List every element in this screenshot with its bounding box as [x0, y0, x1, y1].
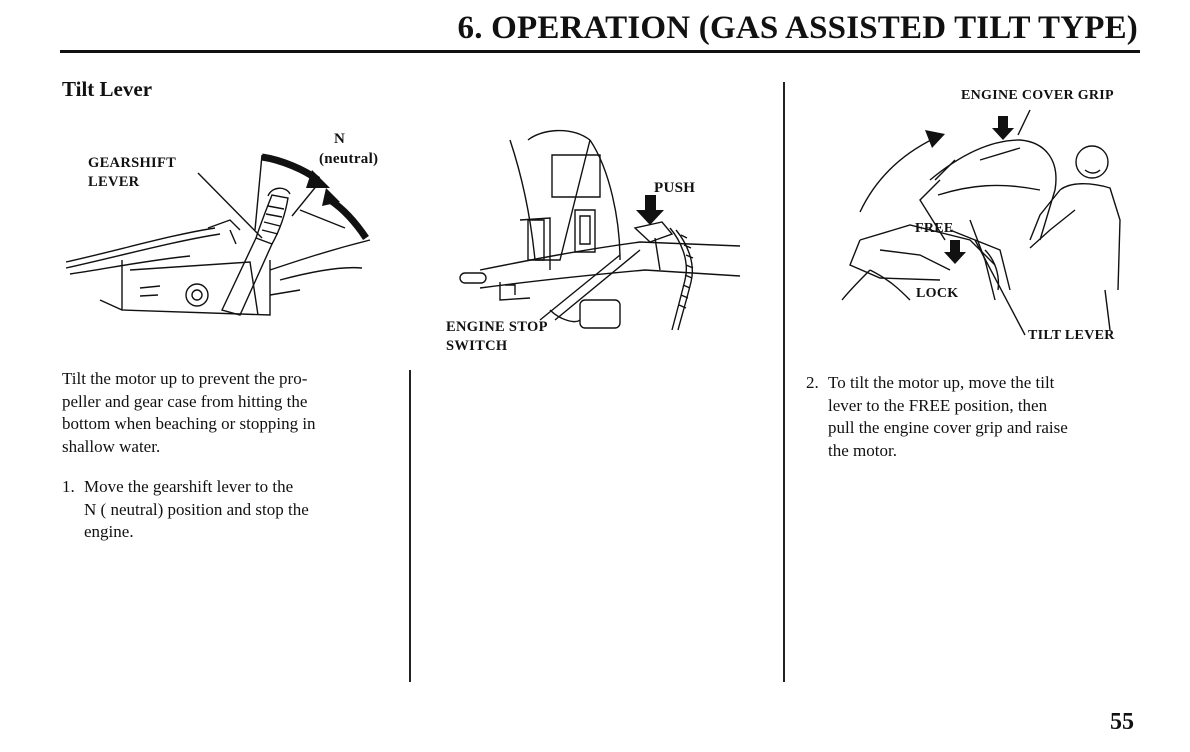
- engine-stop-label-line1: ENGINE STOP: [446, 319, 548, 335]
- step-2-text: To tilt the motor up, move the tilt leve…: [828, 372, 1068, 462]
- gearshift-lever-label: GEARSHIFT LEVER: [88, 154, 176, 192]
- tilt-illustration: [820, 100, 1150, 350]
- gearshift-label-line1: GEARSHIFT: [88, 155, 177, 171]
- step-1: 1. Move the gearshift lever to the N ( n…: [62, 476, 392, 544]
- intro-line: bottom when beaching or stopping in: [62, 414, 316, 433]
- intro-line: Tilt the motor up to prevent the pro-: [62, 369, 308, 388]
- gearshift-illustration: [0, 110, 400, 340]
- section-title: Tilt Lever: [62, 77, 153, 101]
- step-line: N ( neutral) position and stop the: [84, 499, 309, 519]
- push-label: PUSH: [654, 180, 696, 196]
- engine-stop-label-line2: SWITCH: [446, 338, 508, 354]
- intro-line: peller and gear case from hitting the: [62, 391, 308, 411]
- step-line: lever to the FREE position, then: [828, 395, 1048, 415]
- free-position-label: FREE: [915, 221, 954, 236]
- intro-line: shallow water.: [62, 436, 161, 456]
- column-divider-left: [409, 370, 411, 682]
- page-number: 55: [1110, 709, 1134, 735]
- tilt-lever-label: TILT LEVER: [1028, 328, 1115, 343]
- neutral-n-label: N: [334, 131, 346, 147]
- gearshift-label-line2: LEVER: [88, 174, 140, 190]
- engine-stop-illustration: [440, 110, 760, 350]
- header-divider: [60, 50, 1140, 53]
- step-line: engine.: [84, 522, 134, 541]
- step-line: To tilt the motor up, move the tilt: [828, 373, 1055, 392]
- column-divider-right: [783, 82, 785, 682]
- step-number: 2.: [806, 373, 819, 392]
- page-header-title: 6. OPERATION (GAS ASSISTED TILT TYPE): [457, 10, 1138, 46]
- lock-position-label: LOCK: [916, 286, 959, 301]
- neutral-label: (neutral): [319, 151, 379, 167]
- step-line: pull the engine cover grip and raise: [828, 418, 1068, 437]
- step-line: the motor.: [828, 440, 897, 460]
- engine-cover-grip-label: ENGINE COVER GRIP: [961, 88, 1114, 103]
- intro-paragraph: Tilt the motor up to prevent the pro- pe…: [62, 368, 392, 458]
- step-2: 2. To tilt the motor up, move the tilt l…: [806, 372, 1146, 462]
- step-1-text: Move the gearshift lever to the N ( neut…: [84, 476, 309, 544]
- step-line: Move the gearshift lever to the: [84, 477, 294, 496]
- engine-stop-switch-label: ENGINE STOP SWITCH: [446, 318, 548, 356]
- step-number: 1.: [62, 477, 75, 496]
